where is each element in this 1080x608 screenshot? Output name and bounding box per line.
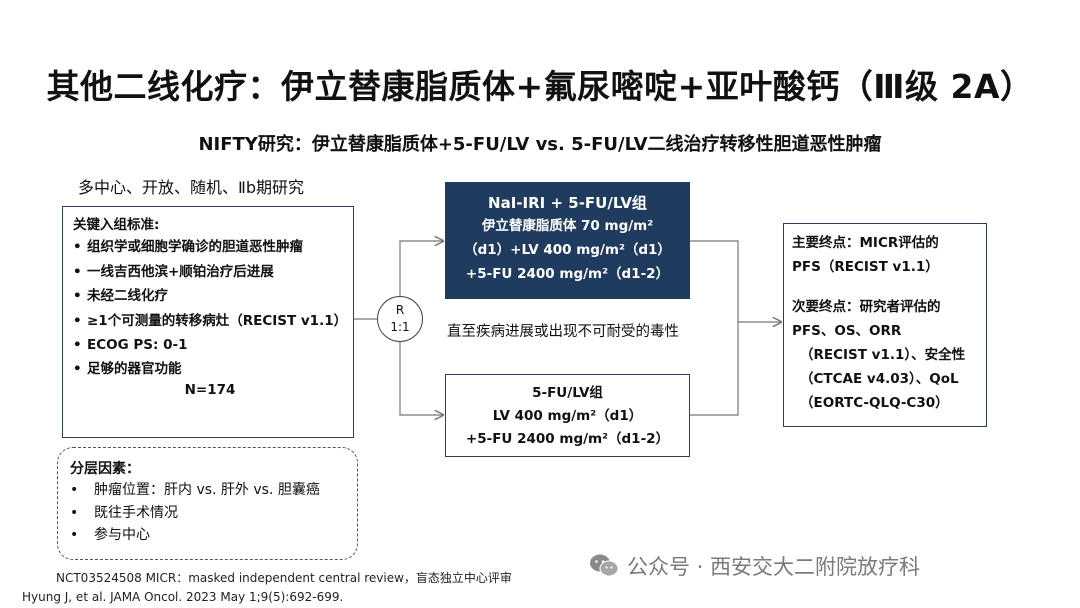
arm-5fu-lv-box: 5-FU/LV组 LV 400 mg/m²（d1） +5-FU 2400 mg/… — [445, 374, 690, 457]
endpoints-box: 主要终点：MICR评估的 PFS（RECIST v1.1） 次要终点：研究者评估… — [783, 223, 987, 427]
primary-endpoint-detail: PFS（RECIST v1.1） — [792, 259, 939, 275]
randomization-label: R — [395, 303, 405, 317]
stratification-item: 参与中心 — [70, 524, 357, 547]
secondary-endpoint-detail: （RECIST v1.1）、安全性 — [800, 347, 966, 363]
criteria-item: 一线吉西他滨+顺铂治疗后进展 — [73, 260, 347, 285]
connector-r-to-arm1 — [399, 241, 443, 296]
criteria-list: 组织学或细胞学确诊的胆道恶性肿瘤 一线吉西他滨+顺铂治疗后进展 未经二线化疗 ≥… — [73, 235, 347, 382]
study-subtitle: NIFTY研究：伊立替康脂质体+5-FU/LV vs. 5-FU/LV二线治疗转… — [198, 134, 882, 155]
connector-arm1-to-merge — [690, 240, 739, 322]
connector-r-to-arm2 — [399, 342, 443, 415]
footnote-reference: Hyung J, et al. JAMA Oncol. 2023 May 1;9… — [22, 590, 344, 604]
connector-arm2-to-merge — [690, 322, 739, 416]
stratification-box: 分层因素： 肿瘤位置：肝内 vs. 肝外 vs. 胆囊癌 既往手术情况 参与中心 — [57, 447, 358, 560]
watermark-text: 公众号 · 西安交大二附院放疗科 — [627, 555, 921, 579]
secondary-endpoint: 次要终点：研究者评估的 — [792, 299, 941, 315]
wechat-icon — [590, 554, 619, 577]
secondary-endpoint-detail: （EORTC-QLQ-C30） — [800, 395, 949, 411]
arm-nal-iri-box: NaI-IRI + 5-FU/LV组 伊立替康脂质体 70 mg/m² （d1）… — [445, 182, 690, 299]
study-design-label: 多中心、开放、随机、Ⅱb期研究 — [78, 178, 305, 197]
criteria-item: ECOG PS: 0-1 — [73, 333, 347, 358]
randomization-node: R 1:1 — [377, 296, 423, 342]
page-title: 其他二线化疗：伊立替康脂质体+氟尿嘧啶+亚叶酸钙（Ⅲ级 2A） — [46, 67, 1034, 106]
watermark: 公众号 · 西安交大二附院放疗科 — [589, 551, 920, 581]
secondary-endpoint-detail: PFS、OS、ORR — [792, 323, 902, 339]
arm1-dose-line: （d1）+LV 400 mg/m²（d1） — [464, 242, 671, 258]
criteria-item: 足够的器官功能 — [73, 357, 347, 382]
randomization-ratio: 1:1 — [390, 320, 410, 334]
arm1-name: NaI-IRI + 5-FU/LV组 — [488, 194, 647, 212]
footnote-trial-id: NCT03524508 MICR：masked independent cent… — [56, 571, 512, 585]
arm1-dose-line: 伊立替康脂质体 70 mg/m² — [481, 218, 654, 234]
secondary-endpoint-detail: （CTCAE v4.03）、QoL — [800, 371, 959, 387]
stratification-item: 既往手术情况 — [70, 502, 357, 525]
arm2-dose-line: +5-FU 2400 mg/m²（d1-2） — [465, 431, 670, 447]
stratification-list: 肿瘤位置：肝内 vs. 肝外 vs. 胆囊癌 既往手术情况 参与中心 — [70, 479, 357, 547]
treatment-duration-note: 直至疾病进展或出现不可耐受的毒性 — [447, 324, 679, 340]
criteria-item: ≥1个可测量的转移病灶（RECIST v1.1） — [73, 309, 347, 333]
arm2-dose-line: LV 400 mg/m²（d1） — [492, 408, 643, 424]
inclusion-criteria-box: 关键入组标准: 组织学或细胞学确诊的胆道恶性肿瘤 一线吉西他滨+顺铂治疗后进展 … — [62, 206, 354, 438]
arm2-name: 5-FU/LV组 — [532, 385, 603, 401]
stratification-heading: 分层因素： — [70, 461, 140, 477]
sample-size: N=174 — [184, 381, 236, 398]
criteria-item: 组织学或细胞学确诊的胆道恶性肿瘤 — [73, 235, 347, 260]
arm1-dose-line: +5-FU 2400 mg/m²（d1-2） — [465, 266, 670, 282]
primary-endpoint: 主要终点：MICR评估的 — [792, 235, 939, 251]
criteria-heading: 关键入组标准: — [73, 217, 160, 233]
criteria-item: 未经二线化疗 — [73, 284, 347, 309]
stratification-item: 肿瘤位置：肝内 vs. 肝外 vs. 胆囊癌 — [70, 479, 357, 502]
